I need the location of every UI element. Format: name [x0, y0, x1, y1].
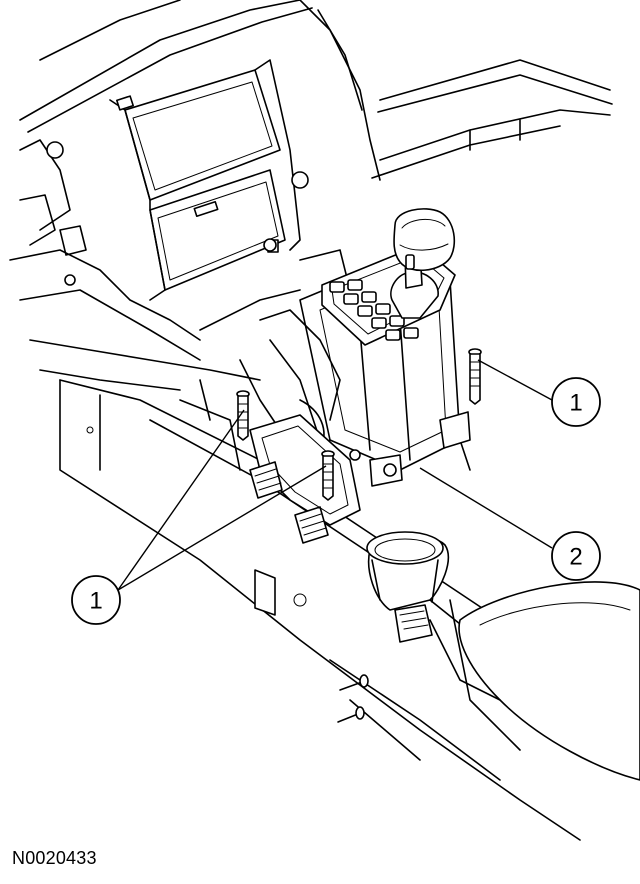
loose-pins	[337, 674, 369, 723]
fastener-front-b	[321, 450, 335, 501]
fastener-rear	[468, 348, 482, 405]
callout-fastener-rear: 1	[551, 377, 601, 427]
shift-knob	[393, 208, 456, 271]
callout-label: 2	[569, 544, 582, 571]
callout-label: 1	[569, 390, 582, 417]
figure-reference-code: N0020433	[12, 848, 97, 868]
shift-pattern-indicators	[329, 279, 419, 341]
fastener-front-a	[236, 390, 250, 441]
callout-fastener-front: 1	[71, 575, 121, 625]
center-console	[59, 379, 640, 841]
shifter-assembly	[239, 208, 471, 487]
callout-label: 1	[89, 588, 102, 615]
mounting-bracket	[179, 379, 361, 544]
instrument-panel	[9, 0, 613, 391]
callout-shifter-assembly: 2	[551, 531, 601, 581]
leader-lines	[117, 359, 553, 591]
